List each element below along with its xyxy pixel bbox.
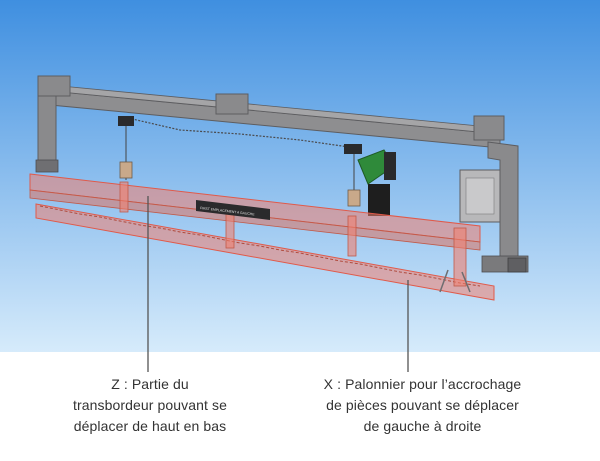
caption-x-line2: de pièces pouvant se déplacer xyxy=(326,397,519,413)
beam-chain xyxy=(127,117,357,149)
caption-x-line3: de gauche à droite xyxy=(363,418,482,434)
x-rack-beam xyxy=(35,203,495,301)
caption-z-line3: déplacer de haut en bas xyxy=(73,418,227,434)
frame-struts xyxy=(119,181,467,287)
gantry-right-post xyxy=(481,141,529,273)
caption-z-line2: transbordeur pouvant se xyxy=(72,397,228,413)
label-plate: FIRST EMPLACEMENT A GAUCHE xyxy=(196,200,270,220)
control-cabinet-icon xyxy=(459,169,501,223)
caption-z: Z : Partie du transbordeur pouvant se dé… xyxy=(40,374,260,437)
gantry-left-post xyxy=(35,95,59,173)
caption-x: X : Palonnier pour l’accrochage de pièce… xyxy=(300,374,545,437)
top-trolleys xyxy=(37,75,505,141)
hoist-motor-icon xyxy=(357,149,396,216)
crane-illustration: FIRST EMPLACEMENT A GAUCHE xyxy=(0,0,600,352)
plate-label: FIRST EMPLACEMENT A GAUCHE xyxy=(200,206,256,217)
caption-x-line1: X : Palonnier pour l’accrochage xyxy=(323,376,522,392)
support-legs xyxy=(439,269,471,293)
caption-area xyxy=(0,352,600,461)
hoist-block-icon xyxy=(118,116,362,207)
caption-z-line1: Z : Partie du xyxy=(111,376,189,392)
